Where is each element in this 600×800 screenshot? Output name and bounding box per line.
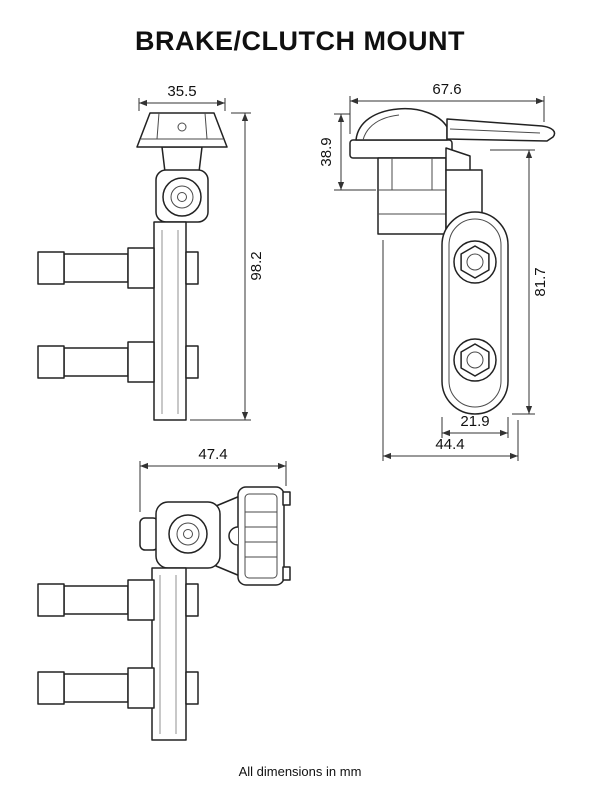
page-title: BRAKE/CLUTCH MOUNT xyxy=(135,26,465,56)
dim-label-side-overall-width: 67.6 xyxy=(432,81,461,98)
dim-label-side-plate-width: 21.9 xyxy=(460,413,489,430)
hex-bolt-lower xyxy=(453,338,497,382)
mount-arm xyxy=(153,221,187,421)
dimension-side-head-height: 38.9 xyxy=(318,113,376,191)
hex-bolt-upper xyxy=(453,240,497,284)
front-view: 35.5 98.2 xyxy=(37,83,265,421)
handlebar-pin-lower xyxy=(37,341,155,383)
dim-label-front-plate-width: 35.5 xyxy=(167,83,196,100)
dimension-side-overall-width: 67.6 xyxy=(349,81,545,134)
ball-joint xyxy=(162,177,202,217)
bolt-boss xyxy=(185,671,199,705)
dimension-side-plate-height: 81.7 xyxy=(490,149,549,415)
plate-button xyxy=(228,526,239,546)
dim-label-side-head-height: 38.9 xyxy=(318,137,335,166)
handlebar-pin-upper xyxy=(37,579,155,621)
adjuster-block xyxy=(377,157,447,235)
head-plate xyxy=(349,139,453,159)
bolt-boss xyxy=(185,583,199,617)
release-lever xyxy=(446,118,556,142)
dim-label-profile-overall-width: 47.4 xyxy=(198,446,227,463)
dim-label-front-overall-height: 98.2 xyxy=(248,251,265,280)
side-view: 67.6 38.9 81.7 21.9 44.4 xyxy=(318,81,556,461)
plate-tab-lower xyxy=(282,566,291,581)
dim-label-side-overall-depth: 44.4 xyxy=(435,436,464,453)
mount-plate-top xyxy=(136,112,228,148)
plate-tab-upper xyxy=(282,491,291,506)
profile-view: 47.4 xyxy=(37,446,291,741)
dimension-side-plate-width: 21.9 xyxy=(441,413,509,438)
mount-arm xyxy=(151,567,187,741)
dimension-note: All dimensions in mm xyxy=(238,764,362,779)
bolt-boss xyxy=(185,251,199,285)
plate-center-hole xyxy=(177,122,187,132)
head-dome xyxy=(355,107,448,141)
mount-plate xyxy=(161,146,203,173)
dim-label-side-plate-height: 81.7 xyxy=(532,267,549,296)
ball-joint xyxy=(168,514,208,554)
dimension-profile-overall-width: 47.4 xyxy=(139,446,287,512)
handlebar-pin-upper xyxy=(37,247,155,289)
bolt-boss xyxy=(185,345,199,379)
dimension-front-overall-height: 98.2 xyxy=(190,112,265,421)
dimension-side-overall-depth: 44.4 xyxy=(382,240,519,461)
handlebar-pin-lower xyxy=(37,667,155,709)
dimension-front-plate-width: 35.5 xyxy=(138,83,226,111)
